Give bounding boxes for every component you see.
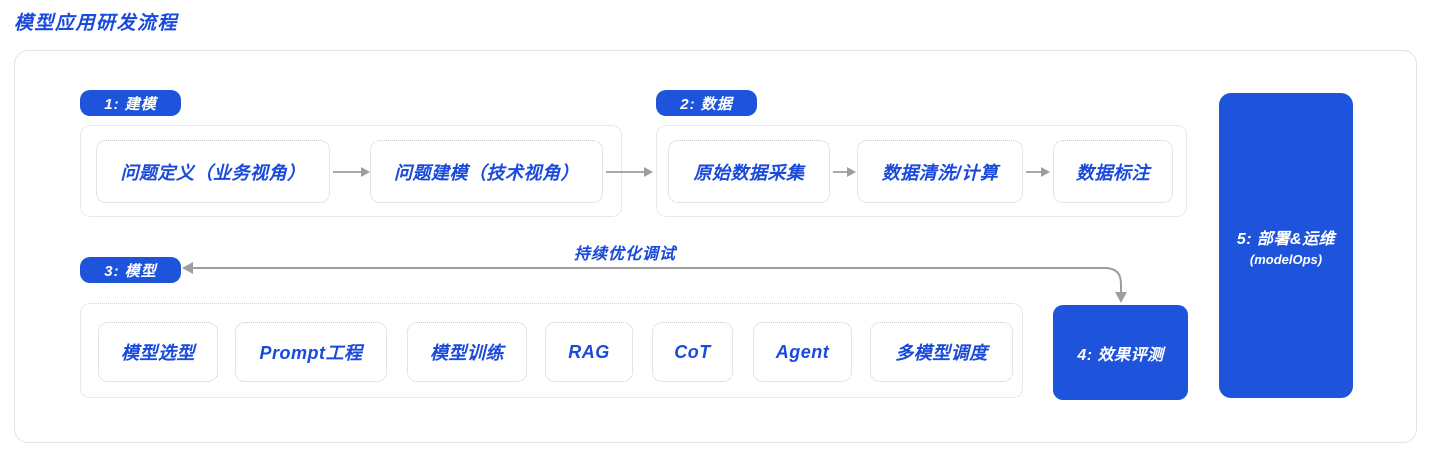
badge-stage-model: 3: 模型 bbox=[80, 257, 181, 283]
node-deployment-sublabel: (modelOps) bbox=[1249, 251, 1323, 267]
step-raw-data-collection: 原始数据采集 bbox=[668, 140, 830, 203]
node-deployment-label: 5: 部署&运维 bbox=[1236, 230, 1336, 248]
step-problem-definition: 问题定义（业务视角） bbox=[96, 140, 330, 203]
group-modeling bbox=[80, 125, 622, 217]
node-evaluation: 4: 效果评测 bbox=[1053, 305, 1188, 400]
step-data-cleaning: 数据清洗/计算 bbox=[857, 140, 1023, 203]
group-data bbox=[656, 125, 1187, 217]
badge-stage-data: 2: 数据 bbox=[656, 90, 757, 116]
step-data-annotation: 数据标注 bbox=[1053, 140, 1173, 203]
step-rag: RAG bbox=[545, 322, 633, 382]
group-model bbox=[80, 303, 1023, 398]
step-model-selection: 模型选型 bbox=[98, 322, 218, 382]
step-problem-modeling: 问题建模（技术视角） bbox=[370, 140, 603, 203]
step-model-training: 模型训练 bbox=[407, 322, 527, 382]
page-title: 模型应用研发流程 bbox=[14, 13, 179, 34]
step-agent: Agent bbox=[753, 322, 852, 382]
feedback-loop-label: 持续优化调试 bbox=[573, 246, 676, 263]
step-cot: CoT bbox=[652, 322, 733, 382]
step-multi-model-scheduling: 多模型调度 bbox=[870, 322, 1013, 382]
badge-stage-modeling: 1: 建模 bbox=[80, 90, 181, 116]
node-evaluation-label: 4: 效果评测 bbox=[1077, 346, 1164, 364]
step-prompt-engineering: Prompt工程 bbox=[235, 322, 387, 382]
node-deployment: 5: 部署&运维 (modelOps) bbox=[1219, 93, 1353, 398]
